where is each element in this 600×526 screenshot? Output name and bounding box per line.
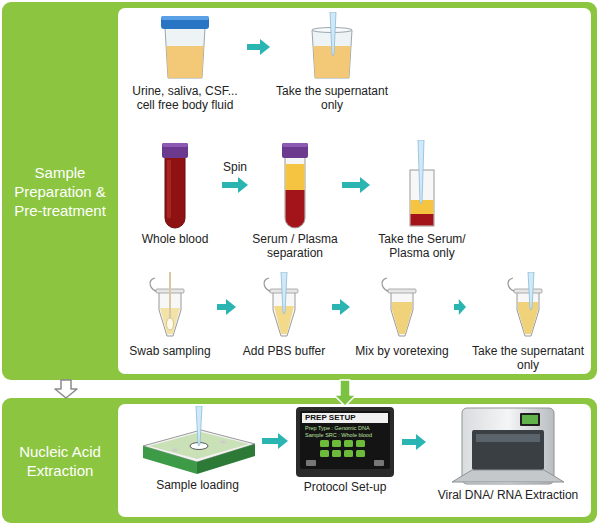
sample-item: Take the Serum/ Plasma only [372,140,472,260]
screen-text-area: Sample SRC : Whole blood [305,432,372,439]
step-caption: Viral DNA/ RNA Extraction [428,488,588,502]
tube-with-pipette [238,272,330,342]
panel-title-area: Nucleic Acid Extraction [2,398,118,523]
screen-text: Sample SRC : Whole blood [305,432,372,439]
sample-item: Take the supernatant only [468,272,588,372]
swab-tube [125,272,215,342]
step-caption: Take the supernatant only [468,344,588,372]
sample-item: Serum / Plasma separation [250,140,340,260]
separated-tube [250,140,340,230]
step-caption: Sample loading [135,478,260,492]
step-caption: Mix by voretexing [352,344,452,358]
step-caption: Urine, saliva, CSF... cell free body flu… [125,84,245,112]
flow-arrow [55,380,77,398]
prep-panel: Sample Preparation & Pre-treatment Urine… [2,2,597,380]
screen-text-area: PREP SETUP [305,413,356,422]
panel-title: Nucleic Acid Extraction [2,442,118,480]
screen-text-area: Prep Type : Genomic DNA [305,425,370,432]
sample-item: Mix by voretexing [352,272,452,358]
sample-item: Urine, saliva, CSF... cell free body flu… [125,12,245,112]
blood-tube [130,140,220,230]
step-caption: Whole blood [130,232,220,246]
supernatant-tube [468,272,588,342]
flow-arrow [262,433,288,449]
flow-arrow [222,177,248,193]
step-caption: Swab sampling [125,344,215,358]
flow-arrow [334,380,356,406]
step-caption: Take the Serum/ Plasma only [372,232,472,260]
cup-with-pipette [272,12,392,82]
sample-item: Swab sampling [125,272,215,358]
mixed-tube [352,272,452,342]
sample-item: Take the supernatant only [272,12,392,112]
panel-title: Sample Preparation & Pre-treatment [2,163,118,220]
flow-arrow [402,434,426,450]
flow-arrow [332,299,350,315]
plasma-tube-with-pipette [372,140,472,230]
step-caption: Take the supernatant only [272,84,392,112]
screen-text: PREP SETUP [305,413,356,422]
step-caption: Serum / Plasma separation [250,232,340,260]
flow-arrow [342,177,370,193]
sample-item: Add PBS buffer [238,272,330,358]
sample-cartridge [135,406,260,476]
step-item: Viral DNA/ RNA Extraction [428,404,588,502]
step-caption: Add PBS buffer [238,344,330,358]
step-caption: Protocol Set-up [290,480,400,494]
step-item: Protocol Set-up PREP SETUP Prep Type : Gen… [290,406,400,494]
flow-arrow [247,39,270,55]
extraction-instrument [428,404,588,486]
sample-item: Whole blood [130,140,220,246]
panel-title-area: Sample Preparation & Pre-treatment [2,2,118,380]
flow-arrow [217,299,236,315]
edge-label: Spin [221,160,249,174]
screen-text: Prep Type : Genomic DNA [305,425,370,432]
extraction-panel: Nucleic Acid Extraction Sample loading P… [2,398,597,523]
step-item: Sample loading [135,406,260,492]
flow-arrow [454,299,466,315]
urine-cup [125,12,245,82]
